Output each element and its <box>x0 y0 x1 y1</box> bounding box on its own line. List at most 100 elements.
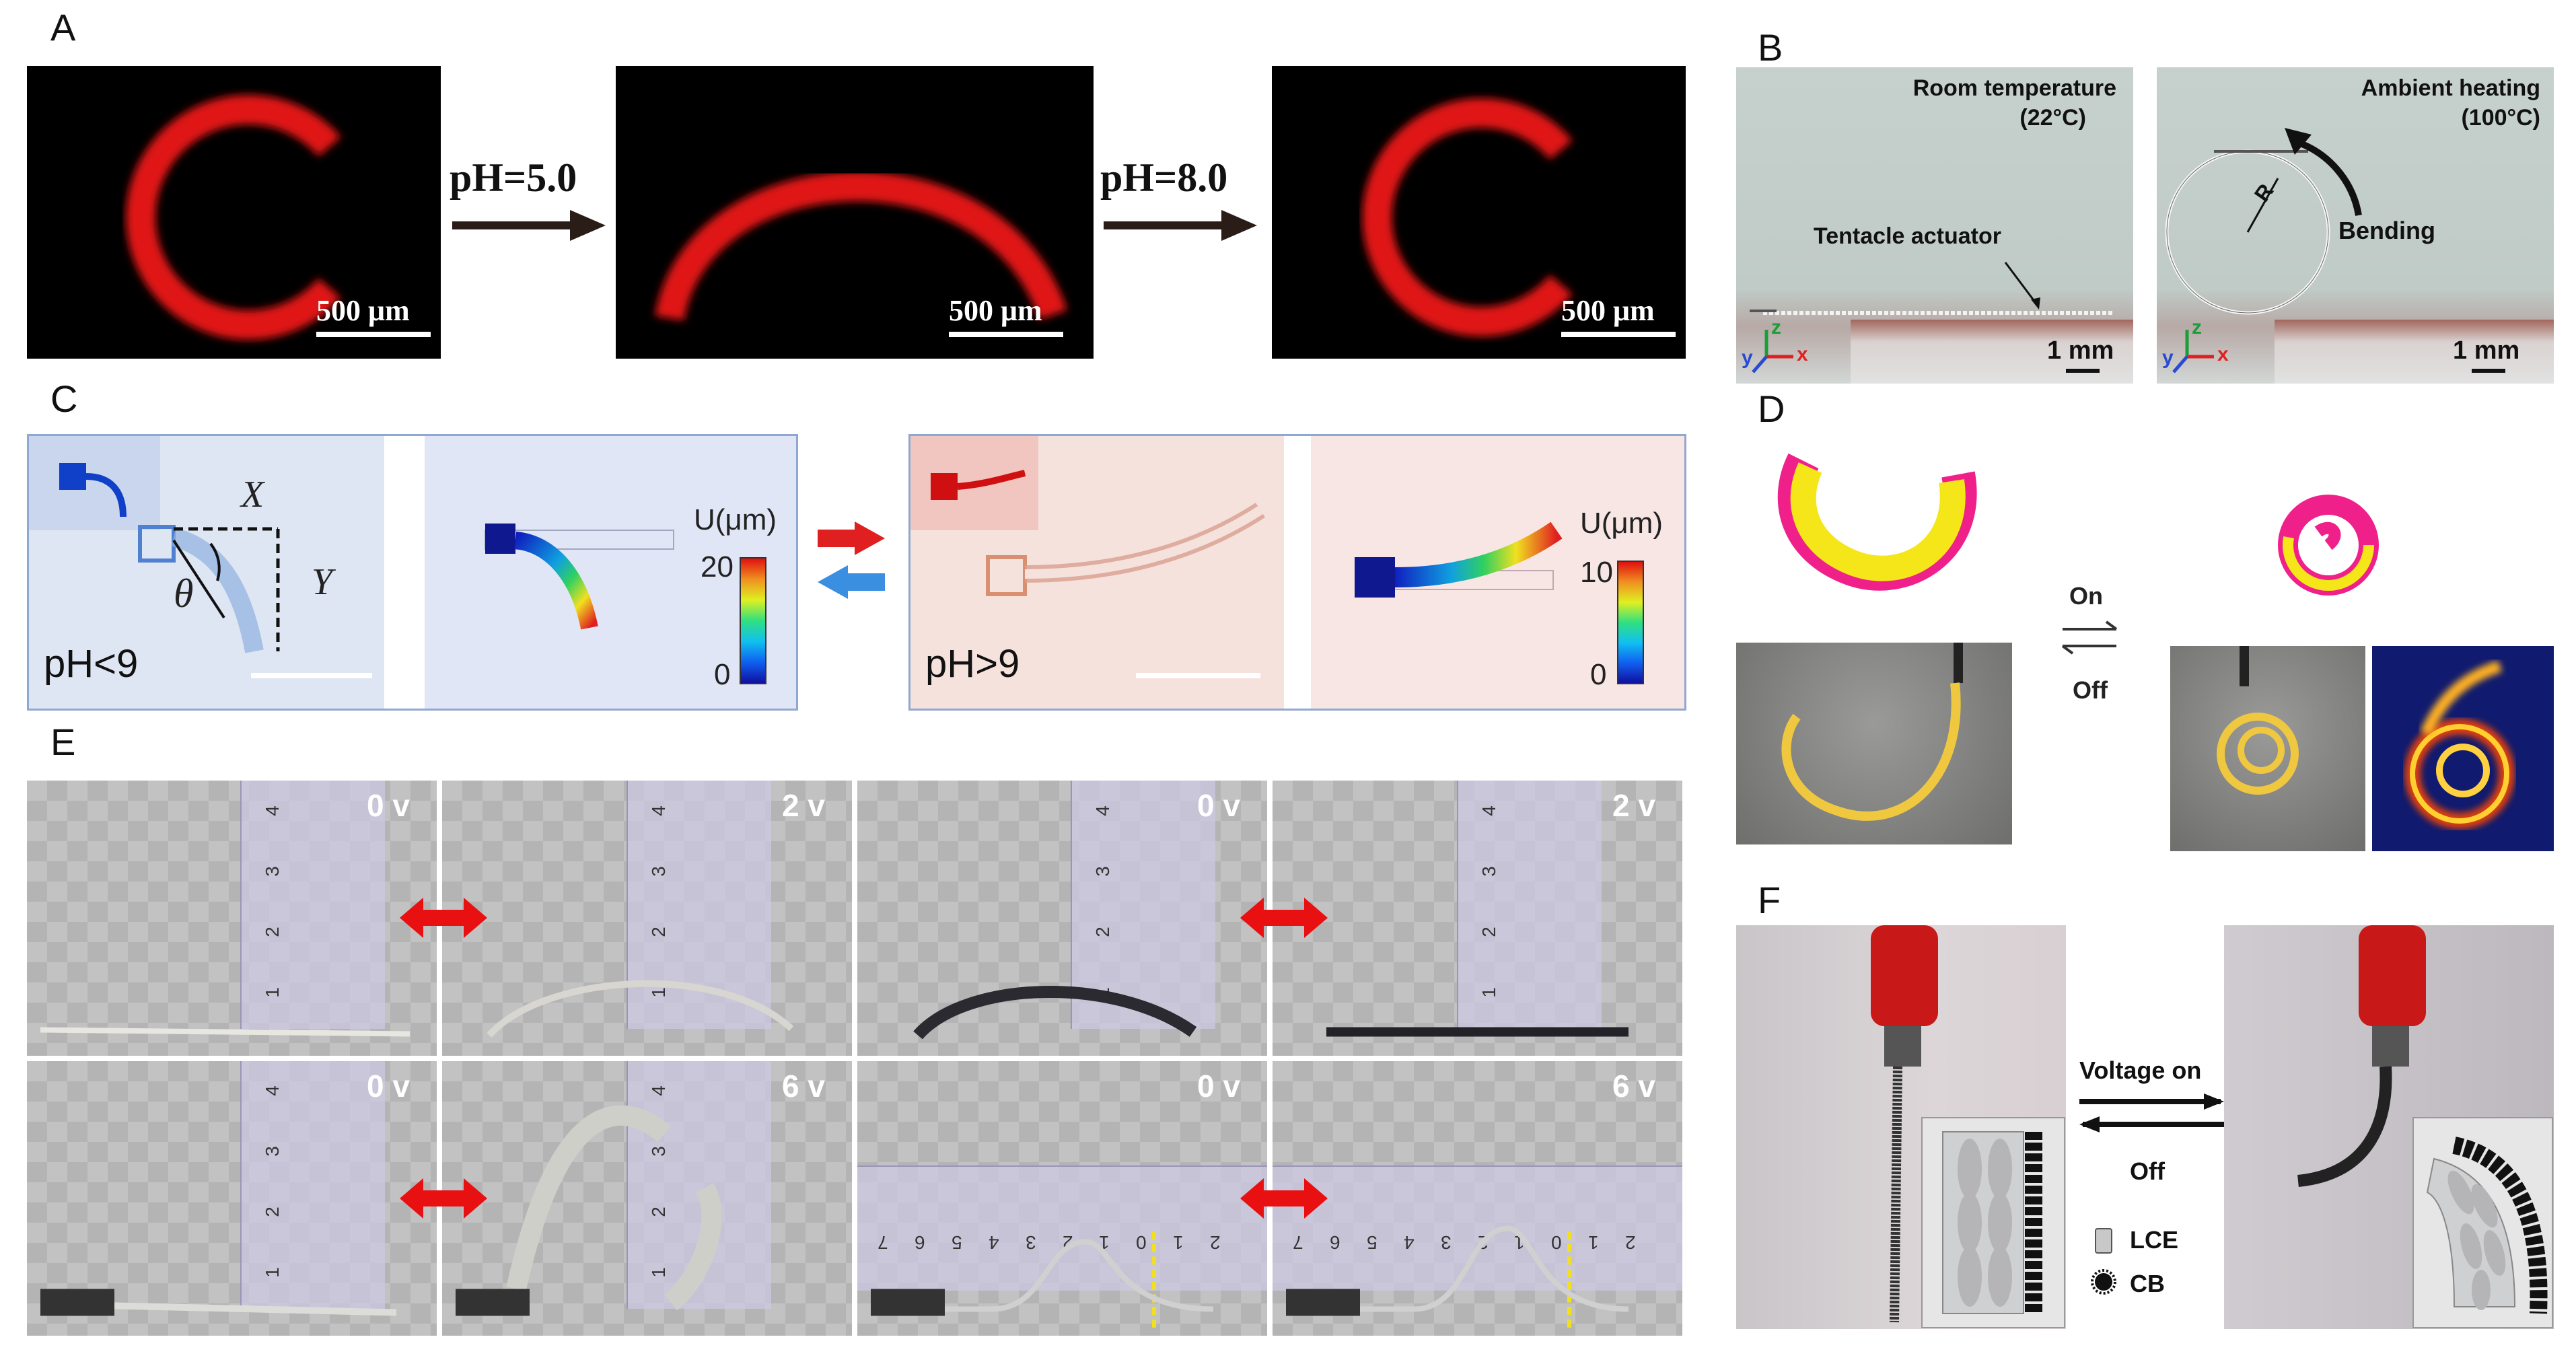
title-line-1: Room temperature <box>1912 75 2116 101</box>
straight-strip <box>1871 925 1938 1323</box>
inset-lce-bent <box>2412 1117 2553 1328</box>
title-line-1: Ambient heating <box>2361 75 2540 101</box>
legend-lce-swatch <box>2095 1228 2112 1254</box>
voltage-label: 6 v <box>1612 1068 1655 1104</box>
electrode-clip <box>456 1289 530 1316</box>
red-right-arrow-icon <box>818 521 885 555</box>
legend-cb-label: CB <box>2130 1270 2165 1297</box>
colorbar-max: 10 <box>1580 556 1613 589</box>
coiled-ribbon-model <box>2278 495 2379 596</box>
y-label: Y <box>312 561 333 603</box>
inset-schematic <box>29 436 160 530</box>
simulation-right: U(μm) 10 0 <box>1311 436 1684 709</box>
electrode-clip <box>1286 1289 1360 1316</box>
actuator-strip <box>913 986 1197 1040</box>
axis-x-label: x <box>1797 343 1808 365</box>
scale-bar-label: 500 μm <box>1561 294 1655 327</box>
actuator-strip <box>1326 1027 1629 1037</box>
photo-coiled-ribbon <box>2170 646 2365 851</box>
bent-strip <box>2297 925 2426 1187</box>
actuator-strip <box>487 980 794 1038</box>
scale-bar-label: 1 mm <box>2453 336 2520 365</box>
simulation-left: U(μm) 20 0 <box>425 436 796 709</box>
strip-path <box>1340 1225 1629 1311</box>
theta-label: θ <box>174 571 194 616</box>
scale-bar <box>316 332 431 337</box>
off-label: Off <box>2130 1157 2165 1185</box>
electrode-clip <box>871 1289 945 1316</box>
bending-label: Bending <box>2338 217 2435 244</box>
x-label: X <box>241 474 264 515</box>
horizontal-ruler <box>1273 1165 1682 1291</box>
red-double-arrow-icon <box>400 898 487 939</box>
yellow-ribbon-photo <box>1781 643 1963 821</box>
red-double-arrow-icon <box>1240 1178 1328 1219</box>
colorbar-min: 0 <box>714 658 731 691</box>
right-arrow-icon <box>1104 210 1257 241</box>
axis-z-label: z <box>2192 316 2202 338</box>
inset-lce-aligned <box>1921 1117 2065 1328</box>
photo-open-ribbon <box>1736 643 2012 844</box>
axis-x-label: x <box>2217 343 2229 365</box>
micrograph-right: pH>9 <box>910 436 1284 709</box>
colorbar <box>1617 561 1644 684</box>
simulated-beam-left <box>485 524 674 630</box>
panel-label-d: D <box>1758 388 1785 430</box>
scale-bar <box>949 332 1063 337</box>
actuator-strip <box>871 1238 1214 1316</box>
vertical-ruler <box>1070 781 1215 1029</box>
scale-bar <box>2472 369 2505 373</box>
lce-cb-schematic <box>1942 1131 2042 1314</box>
reversible-arrows-icon <box>2079 1093 2224 1132</box>
axis-y-label: y <box>2162 347 2174 369</box>
voltage-label: 0 v <box>1197 788 1240 823</box>
red-double-arrow-icon <box>1240 898 1328 939</box>
actuator-strip <box>1286 1225 1629 1316</box>
axis-y-label: y <box>1742 347 1753 369</box>
thermal-image <box>2372 646 2554 851</box>
blue-left-arrow-icon <box>818 565 885 599</box>
fluorescent-ring-icon <box>1362 98 1573 336</box>
bent-actuator-loop <box>2165 128 2362 315</box>
voltage-on-label: Voltage on <box>2079 1056 2202 1084</box>
panel-a-image-1: 500 μm <box>27 66 441 359</box>
colorbar-min: 0 <box>1590 658 1607 691</box>
strip-path <box>506 1105 722 1310</box>
reversible-arrows-icon <box>2061 620 2118 655</box>
panel-label-f: F <box>1758 879 1781 921</box>
voltage-label: 0 v <box>1197 1068 1240 1104</box>
photo-bent-actuator <box>2224 925 2554 1329</box>
vertical-ruler <box>1457 781 1602 1029</box>
off-label: Off <box>2073 676 2108 704</box>
open-ribbon-model <box>1777 453 1977 591</box>
scale-bar-label: 500 μm <box>316 294 410 327</box>
voltage-label: 0 v <box>367 1068 410 1104</box>
strip-path <box>40 1027 410 1037</box>
condition-label: pH>9 <box>925 642 1020 686</box>
ph-arrow-2-label: pH=8.0 <box>1100 155 1228 200</box>
actuator-strip <box>40 1027 410 1037</box>
scale-bar-label: 1 mm <box>2047 336 2114 365</box>
fluorescent-arc-icon <box>655 172 1067 322</box>
voltage-label: 2 v <box>782 788 825 823</box>
vertical-ruler <box>240 781 385 1029</box>
actuator-strip <box>40 1289 397 1316</box>
scale-bar <box>2066 369 2100 373</box>
axis-triad-icon <box>1752 330 1793 373</box>
colorbar-title: U(μm) <box>694 503 777 536</box>
scale-bar <box>1561 332 1676 337</box>
horizontal-ruler <box>857 1165 1267 1291</box>
tentacle-actuator <box>1750 262 2113 315</box>
title-line-2: (100°C) <box>2461 105 2540 131</box>
condition-label: pH<9 <box>44 642 139 686</box>
panel-b-image-left: Room temperature (22°C) Tentacle actuato… <box>1736 67 2133 384</box>
micrograph-left: X Y θ pH<9 <box>29 436 384 709</box>
voltage-label: 2 v <box>1612 788 1655 823</box>
red-double-arrow-icon <box>400 1178 487 1219</box>
